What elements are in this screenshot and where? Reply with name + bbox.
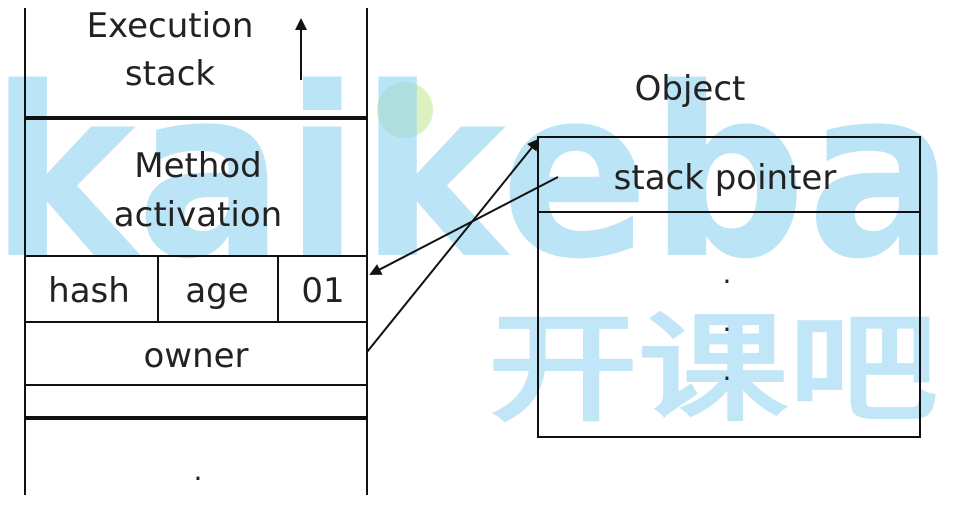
- watermark: kaikeba 开课吧: [0, 38, 955, 438]
- stack-title-line2: stack: [125, 54, 216, 94]
- owner-field: owner: [143, 336, 248, 376]
- object-box: [537, 136, 921, 438]
- object-stack-pointer: stack pointer: [614, 158, 837, 198]
- mark-word-age: age: [185, 271, 248, 311]
- object-dot-2: .: [723, 305, 732, 338]
- method-activation-line1: Method: [134, 146, 262, 186]
- stack-pointer-to-lock-record-arrow: [369, 176, 559, 275]
- execution-stack: Execution stack Method activation hash a…: [24, 6, 368, 495]
- watermark-cjk: 开课吧: [488, 300, 938, 438]
- stack-ellipsis: .: [194, 454, 203, 487]
- mark-word-hash: hash: [48, 271, 130, 311]
- object-dot-1: .: [723, 257, 732, 290]
- owner-to-object-arrow: [366, 138, 540, 353]
- stack-title-line1: Execution: [87, 6, 254, 46]
- mark-word-bits: 01: [301, 271, 344, 311]
- object-dot-3: .: [723, 354, 732, 387]
- connectors: [366, 138, 559, 353]
- object-title: Object: [635, 69, 746, 109]
- watermark-latin: kaikeba: [0, 38, 955, 311]
- watermark-dot: [377, 82, 433, 138]
- method-activation-line2: activation: [114, 195, 282, 235]
- object: Object stack pointer . . .: [537, 69, 921, 438]
